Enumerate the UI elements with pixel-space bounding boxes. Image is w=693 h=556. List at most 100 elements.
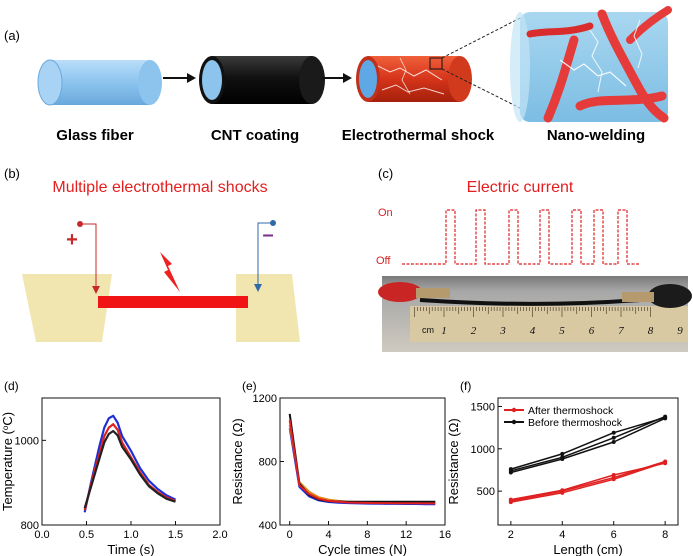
x-axis-label: Time (s) [107, 542, 154, 556]
x-tick-label: 1.0 [123, 529, 138, 541]
y-tick-label: 1500 [471, 401, 495, 413]
y-tick-label: 800 [21, 520, 39, 532]
step-label-cnt-coating: CNT coating [211, 127, 299, 144]
ruler-number: 2 [471, 325, 477, 337]
series-line [510, 415, 666, 472]
y-tick-label: 800 [259, 457, 277, 469]
minus-sign: – [262, 224, 273, 246]
plot-frame [497, 397, 679, 526]
y-axis-label: Resistance (Ω) [230, 418, 245, 504]
ruler-unit: cm [422, 325, 434, 335]
data-point [611, 473, 616, 478]
x-axis-label: Length (cm) [553, 542, 622, 556]
data-point [611, 435, 616, 440]
x-tick-label: 4 [325, 529, 331, 541]
panel-label: (e) [242, 379, 257, 393]
x-tick-label: 8 [364, 529, 370, 541]
plus-sign: + [66, 229, 78, 251]
arrowhead-icon [187, 73, 196, 83]
data-point [611, 440, 616, 445]
panel-b: (b) Multiple electrothermal shocks + – [4, 166, 300, 342]
series-line [510, 417, 666, 474]
panel-label: (f) [460, 379, 471, 393]
nano-welding-zoom-icon [510, 6, 672, 123]
x-tick-label: 12 [400, 529, 412, 541]
data-point [508, 467, 513, 472]
ruler-number: 3 [499, 325, 506, 337]
series-line [83, 429, 176, 509]
fiber-in-photo [419, 298, 641, 306]
electrothermal-fiber-icon [356, 56, 472, 102]
data-point [560, 488, 565, 493]
series-line [288, 424, 436, 505]
panel-a: (a) [4, 6, 672, 144]
data-point [560, 455, 565, 460]
y-tick-label: 1200 [253, 393, 277, 405]
zoom-line [441, 13, 529, 59]
ruler-photo: cm 1 2 3 4 5 6 7 8 9 [378, 276, 692, 352]
data-point [560, 451, 565, 456]
right-clip-icon [648, 284, 692, 308]
fiber-sample [98, 296, 248, 308]
y-tick-label: 400 [259, 520, 277, 532]
arrowhead-icon [343, 73, 352, 83]
ruler-number: 4 [530, 325, 536, 337]
panel-c-label: (c) [378, 166, 393, 181]
panel-label: (d) [4, 379, 19, 393]
plot-frame [279, 397, 446, 526]
x-tick-label: 8 [662, 529, 668, 541]
legend-marker [511, 407, 517, 413]
y-tick-label: 1000 [471, 444, 495, 456]
x-tick-label: 0 [287, 529, 293, 541]
right-electrode [236, 274, 300, 342]
data-point [663, 461, 668, 466]
series-line [510, 416, 666, 470]
ruler-number: 5 [559, 325, 565, 337]
step-label-glass-fiber: Glass fiber [56, 127, 134, 144]
y-axis-label: Temperature (oC) [0, 412, 15, 511]
left-clip-icon [378, 282, 422, 302]
on-label: On [378, 207, 393, 219]
series-line [510, 461, 666, 503]
data-point [663, 415, 668, 420]
x-tick-label: 1.5 [168, 529, 183, 541]
step-label-nano-welding: Nano-welding [547, 127, 645, 144]
x-tick-label: 4 [559, 529, 565, 541]
x-tick-label: 2 [508, 529, 514, 541]
x-tick-label: 2.0 [212, 529, 227, 541]
data-point [508, 497, 513, 502]
ruler-number: 1 [441, 325, 447, 337]
step-label-electrothermal-shock: Electrothermal shock [342, 127, 495, 144]
cnt-coated-fiber-icon [199, 56, 325, 104]
legend-label: After thermoshock [528, 405, 614, 417]
ruler-number: 6 [589, 325, 595, 337]
series-line [510, 462, 666, 501]
left-electrode [22, 274, 112, 342]
ruler-number: 8 [648, 325, 654, 337]
series-line [83, 414, 176, 513]
x-tick-label: 0.5 [79, 529, 94, 541]
lightning-icon [160, 252, 180, 292]
ruler-number: 9 [677, 325, 683, 337]
x-tick-label: 6 [611, 529, 617, 541]
series-line [288, 413, 436, 503]
x-tick-label: 0.0 [34, 529, 49, 541]
legend-marker [511, 419, 517, 425]
panel-b-label: (b) [4, 166, 20, 181]
x-axis-label: Cycle times (N) [318, 542, 407, 556]
x-tick-label: 16 [439, 529, 451, 541]
panel-a-label: (a) [4, 28, 20, 43]
data-point [611, 430, 616, 435]
off-label: Off [376, 255, 391, 267]
y-tick-label: 500 [477, 486, 495, 498]
y-tick-label: 1000 [15, 435, 39, 447]
panel-c-title: Electric current [467, 179, 574, 196]
legend-label: Before thermoshock [528, 417, 623, 429]
pulse-trace [402, 209, 640, 265]
panel-c: (c) Electric current On Off cm 1 2 3 4 5 6 7 8 9 [376, 166, 692, 352]
ruler-number: 7 [618, 325, 624, 337]
series-line [288, 420, 436, 505]
